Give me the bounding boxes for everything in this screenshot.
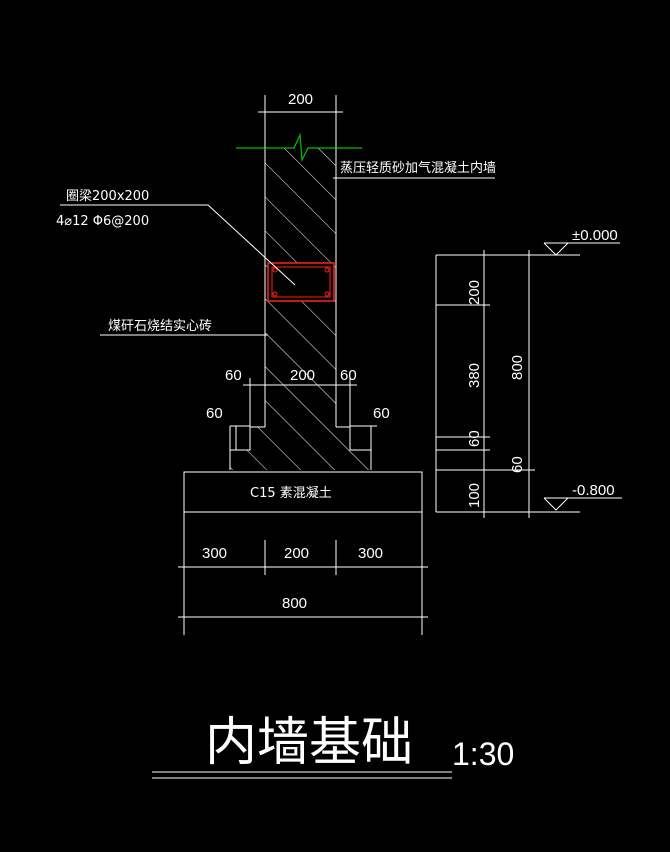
footing-label: C15 素混凝土: [250, 485, 332, 501]
elevation-top-marker: [543, 242, 620, 256]
dim-top-width-text: 200: [288, 91, 313, 108]
dim-left-60-text: 60: [225, 367, 242, 384]
dim-v380-text: 380: [466, 363, 483, 388]
dim-base-total-text: 800: [282, 595, 307, 612]
ring-beam: [267, 262, 335, 302]
ground-break-line: [236, 132, 362, 163]
dim-v200-text: 200: [466, 280, 483, 305]
brick-label: 煤矸石烧结实心砖: [108, 319, 212, 334]
dim-base-mid-text: 200: [284, 545, 309, 562]
dim-v800-text: 800: [509, 355, 526, 380]
dim-v100-text: 100: [466, 483, 483, 508]
dim-v60a-text: 60: [466, 430, 483, 447]
dim-base-left-text: 300: [202, 545, 227, 562]
concrete-footing: C15 素混凝土: [183, 471, 423, 513]
dim-base-right-text: 300: [358, 545, 383, 562]
dim-base-parts: [178, 512, 428, 635]
dim-mid-200-text: 200: [290, 367, 315, 384]
drawing-title: 内墙基础: [205, 713, 413, 773]
ring-beam-label: 圈梁200x200: [66, 189, 149, 204]
ring-beam-rebar-label: 4⌀12 Φ6@200: [56, 214, 149, 229]
title-underline: [152, 771, 452, 779]
elevation-bottom-text: -0.800: [572, 482, 615, 499]
dim-left-60b-text: 60: [206, 405, 223, 422]
elevation-bottom-marker: [543, 497, 622, 511]
wall-material-label: 蒸压轻质砂加气混凝土内墙: [340, 160, 496, 176]
dim-right-60b-text: 60: [373, 405, 390, 422]
dim-v60b-text: 60: [509, 456, 526, 473]
drawing-scale: 1:30: [452, 736, 514, 772]
dim-vertical-chain: [435, 250, 580, 518]
elevation-top-text: ±0.000: [572, 227, 618, 244]
dim-top-width: [258, 95, 343, 148]
dim-right-60-text: 60: [340, 367, 357, 384]
dim-step-lower: [229, 425, 377, 450]
leader-ring-beam: [60, 204, 296, 286]
dim-step-upper: [243, 378, 357, 427]
